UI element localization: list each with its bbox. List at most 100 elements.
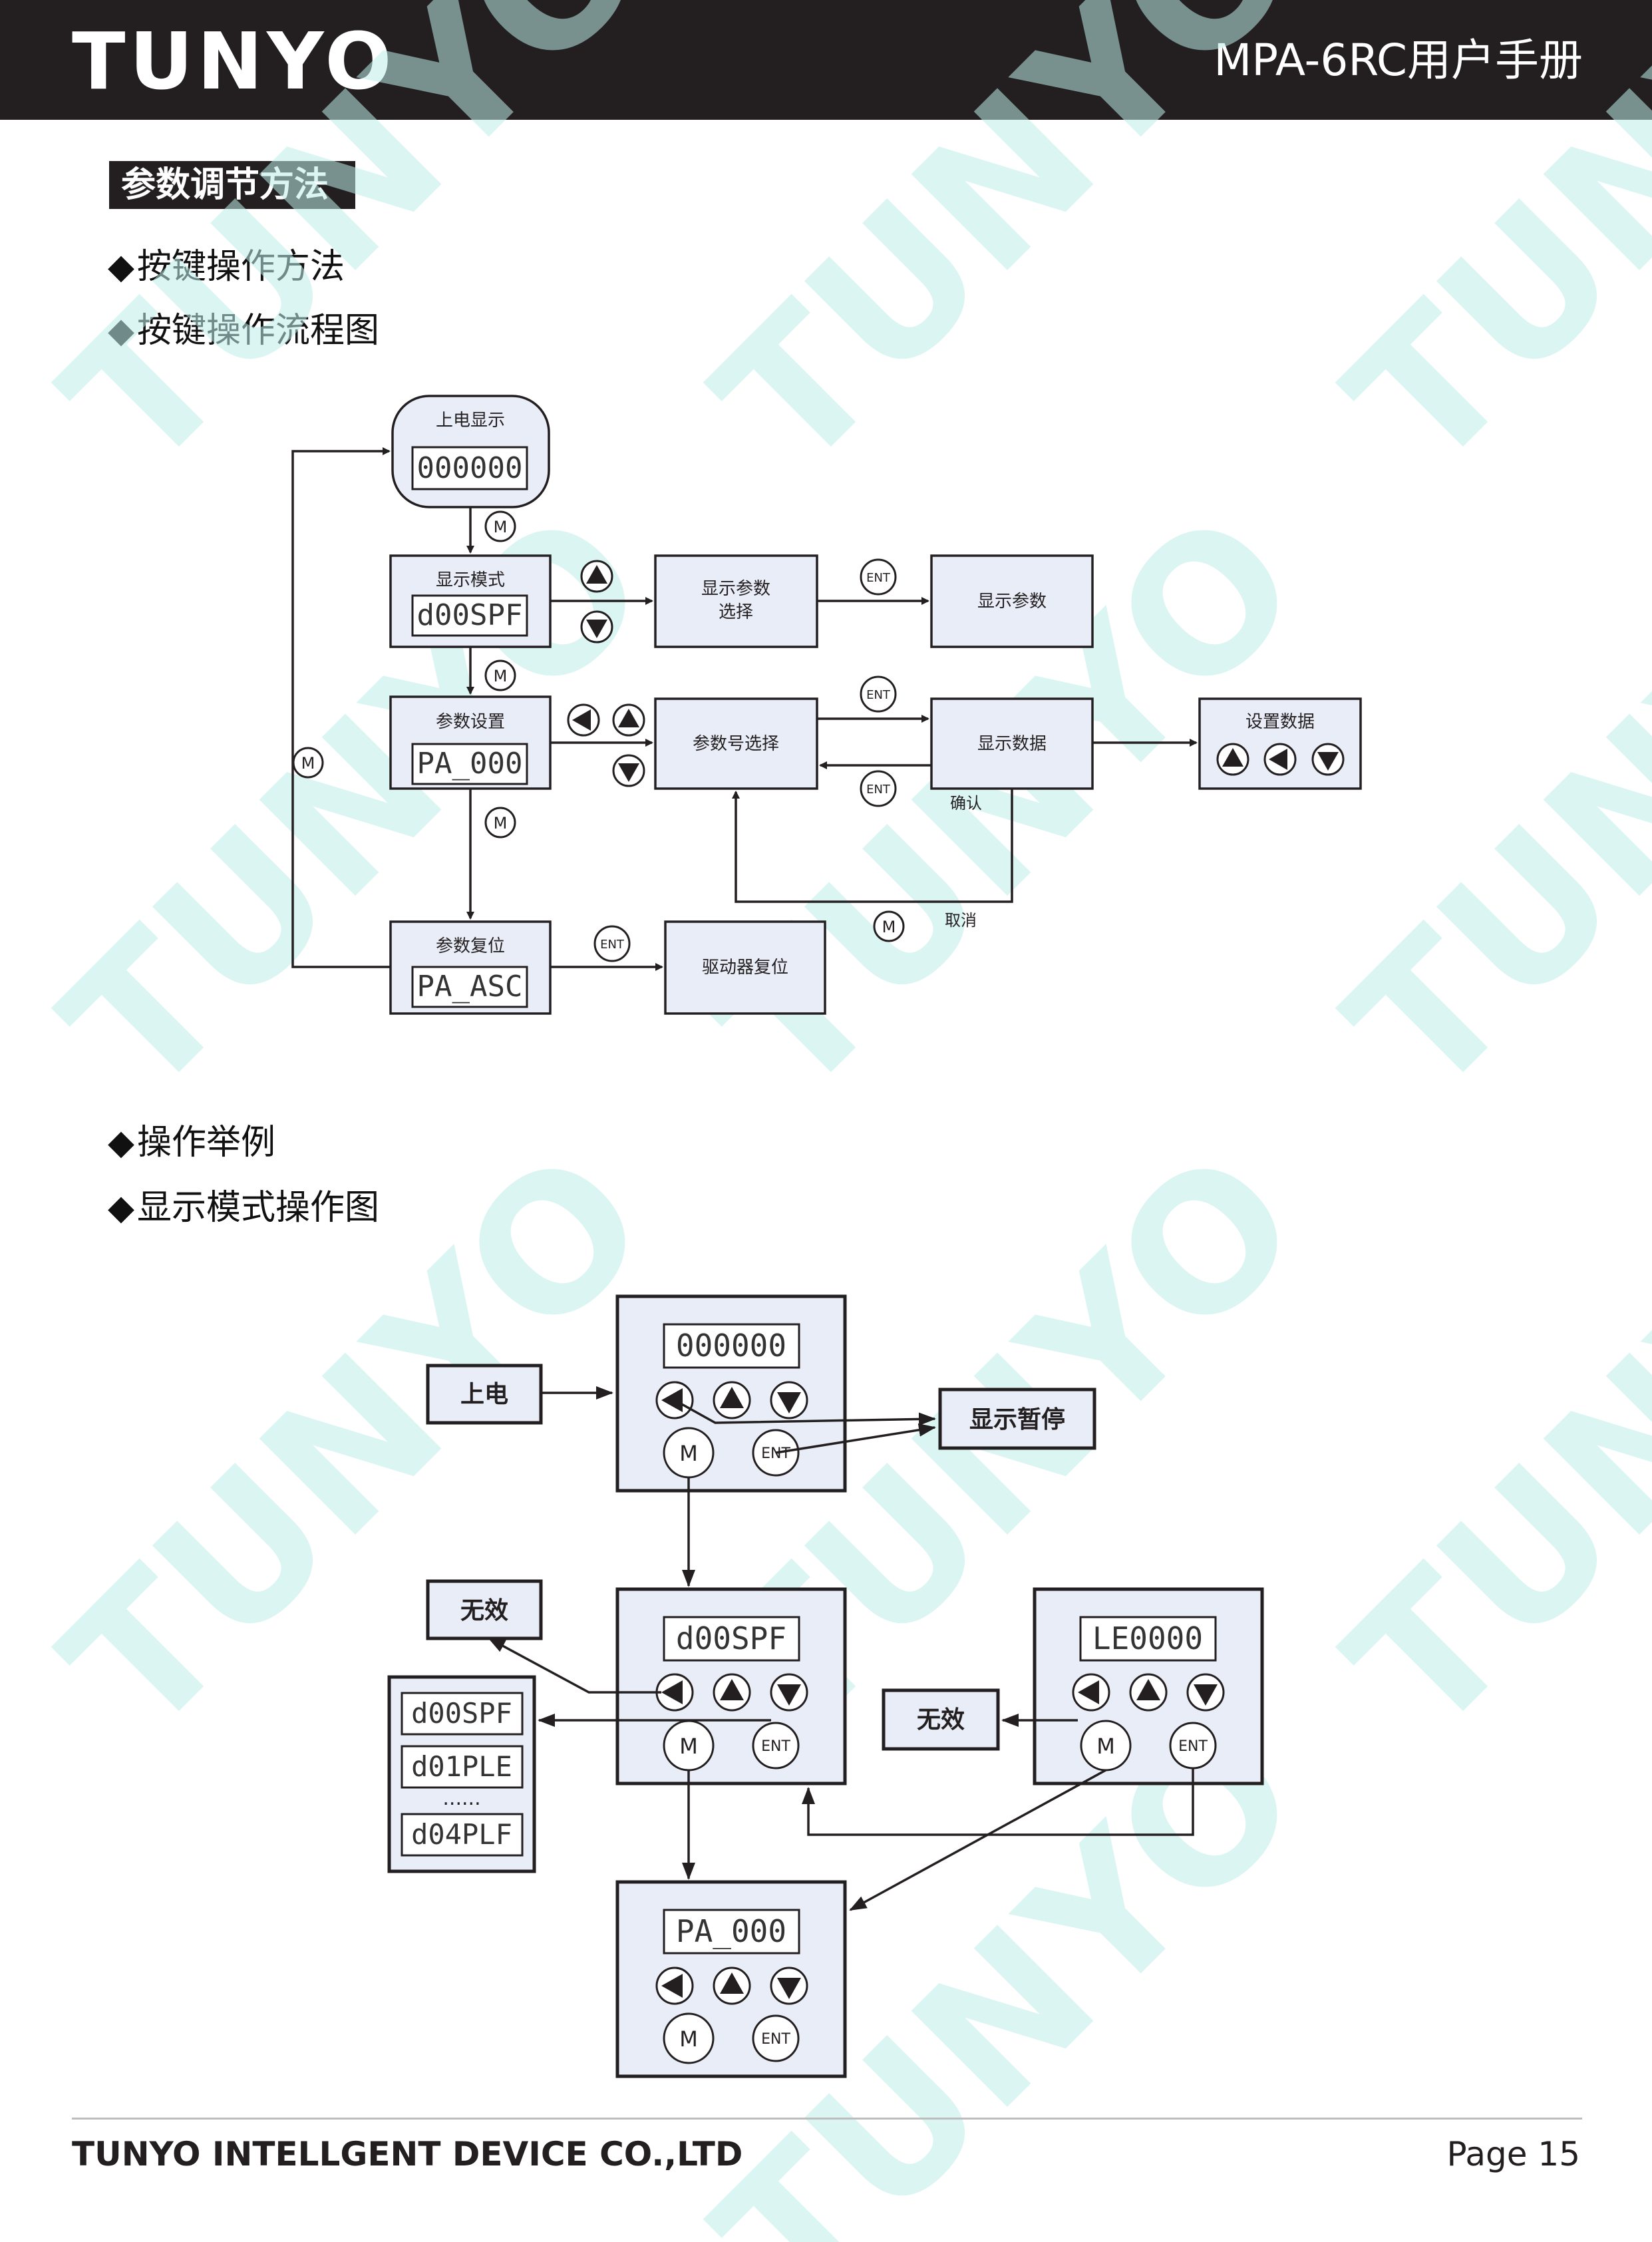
m-key-label: M [679, 1441, 698, 1466]
flow-show-data-node: 显示数据 [930, 697, 1094, 790]
up-arrow-icon [580, 560, 613, 593]
ent-key-icon: ENT [752, 1722, 800, 1770]
left-arrow-icon [655, 1673, 694, 1712]
m-key-icon: M [484, 807, 516, 839]
down-arrow-icon [770, 1673, 808, 1712]
m-key-icon: M [663, 1720, 715, 1772]
flow-display-mode-label: 显示模式 [436, 570, 505, 590]
diamond-icon: ◆ [108, 1123, 134, 1163]
flow-param-reset-label: 参数复位 [436, 936, 505, 956]
footer-divider [72, 2118, 1582, 2120]
op-display-pause-node: 显示暂停 [938, 1388, 1096, 1450]
ent-key-icon: ENT [593, 925, 631, 962]
flow-param-setting-label: 参数设置 [436, 712, 505, 732]
op-invalid-right-node: 无效 [882, 1688, 1000, 1751]
flow-param-reset-display: PA_ASC [417, 970, 523, 1004]
op-panel-right-display: LE0000 [1092, 1620, 1203, 1656]
m-key-label: M [494, 518, 508, 536]
up-arrow-icon [713, 1381, 751, 1419]
watermark-text: TUNYO [1309, 473, 1652, 1137]
flow-power-on-label: 上电显示 [436, 411, 505, 431]
bullet-item: ◆按键操作流程图 [108, 307, 379, 354]
op-list-ellipsis: ...... [442, 1787, 480, 1810]
m-key-icon: M [663, 2012, 715, 2064]
m-key-icon: M [484, 659, 516, 691]
down-arrow-icon [612, 754, 645, 787]
ent-key-icon: ENT [860, 770, 897, 807]
op-power-on-node: 上电 [426, 1364, 543, 1425]
up-arrow-icon [1216, 743, 1249, 776]
flow-show-param-select-node: 显示参数 选择 [654, 554, 818, 648]
flow-param-setting-node: 参数设置 PA_000 [389, 695, 552, 790]
flow-confirm-label: 确认 [950, 794, 982, 813]
page-header: TUNYO MPA-6RC用户手册 [0, 0, 1652, 120]
diamond-icon: ◆ [108, 311, 134, 351]
m-key-label: M [1096, 1734, 1115, 1759]
ent-key-icon: ENT [752, 2014, 800, 2062]
op-list-item: d01PLE [411, 1750, 512, 1783]
op-list-item: d04PLF [411, 1818, 512, 1851]
flow-show-param-node: 显示参数 [930, 554, 1094, 648]
ent-key-label: ENT [866, 783, 891, 797]
op-panel-bottom-display: PA_000 [676, 1913, 786, 1949]
flow-display-mode-node: 显示模式 d00SPF [389, 554, 552, 648]
watermark-text: TUNYO [1309, 0, 1652, 510]
watermark-text: TUNYO [25, 0, 688, 510]
flow-set-data-node: 设置数据 [1198, 697, 1362, 790]
flow-set-data-label: 设置数据 [1245, 712, 1315, 732]
flow-param-reset-node: 参数复位 PA_ASC [389, 920, 552, 1015]
m-key-icon: M [663, 1427, 715, 1479]
watermark-text: TUNYO [25, 1112, 688, 1775]
manual-title: MPA-6RC用户手册 [1214, 35, 1583, 86]
m-key-icon: M [1080, 1720, 1132, 1772]
ent-key-label: ENT [1178, 1738, 1208, 1755]
bullet-item: ◆按键操作方法 [108, 244, 345, 290]
down-arrow-icon [580, 610, 613, 644]
down-arrow-icon [1311, 743, 1345, 776]
bullet-text: 显示模式操作图 [137, 1188, 380, 1228]
ent-key-icon: ENT [860, 558, 897, 596]
m-key-icon: M [873, 910, 905, 942]
op-param-list: d00SPF d01PLE ...... d04PLF [387, 1675, 536, 1873]
flow-param-setting-display: PA_000 [417, 747, 523, 781]
ent-key-icon: ENT [1169, 1722, 1217, 1770]
bullet-text: 按键操作方法 [137, 247, 345, 287]
ent-key-label: ENT [866, 688, 891, 702]
up-arrow-icon [612, 703, 645, 737]
op-panel-mid: d00SPF M ENT [615, 1587, 847, 1785]
page-number: Page 15 [1446, 2135, 1580, 2173]
watermark-text: TUNYO [1309, 1112, 1652, 1775]
flow-param-no-select-label: 参数号选择 [693, 734, 779, 754]
ent-key-label: ENT [761, 1738, 790, 1755]
op-panel-bottom: PA_000 M ENT [615, 1880, 847, 2078]
up-arrow-icon [1129, 1673, 1168, 1712]
m-key-label: M [679, 1734, 698, 1759]
op-panel-right: LE0000 M ENT [1033, 1587, 1264, 1785]
flow-power-on-node: 上电显示 000000 [391, 395, 550, 508]
flow-driver-reset-label: 驱动器复位 [702, 958, 788, 978]
watermark-text: TUNYO [677, 0, 1340, 510]
flow-connector [291, 447, 391, 968]
flow-show-param-label: 显示参数 [977, 592, 1047, 612]
m-key-icon: M [292, 747, 324, 779]
up-arrow-icon [713, 1673, 751, 1712]
company-name: TUNYO INTELLGENT DEVICE CO.,LTD [72, 2135, 743, 2173]
op-invalid-left-node: 无效 [426, 1579, 543, 1640]
op-panel-mid-display: d00SPF [676, 1620, 786, 1656]
flow-connector [732, 789, 1013, 903]
op-list-item: d00SPF [411, 1697, 512, 1730]
flow-cancel-label: 取消 [945, 911, 977, 930]
bullet-text: 操作举例 [137, 1123, 276, 1163]
key-flowchart: 上电显示 000000 显示模式 d00SPF 参数设置 PA_000 参数复位… [291, 395, 1362, 1015]
left-arrow-icon [567, 703, 600, 737]
op-panel-top: 000000 M ENT [615, 1294, 847, 1493]
bullet-item: ◆显示模式操作图 [108, 1185, 379, 1231]
flow-param-no-select-node: 参数号选择 [654, 697, 818, 790]
flow-show-param-select-line1: 显示参数 [701, 579, 770, 599]
op-display-pause-label: 显示暂停 [969, 1406, 1065, 1433]
flow-display-mode-display: d00SPF [417, 598, 523, 632]
op-invalid-right-label: 无效 [917, 1706, 965, 1734]
ent-key-label: ENT [600, 938, 625, 952]
bullet-text: 按键操作流程图 [137, 311, 380, 351]
brand-logo: TUNYO [72, 15, 396, 107]
